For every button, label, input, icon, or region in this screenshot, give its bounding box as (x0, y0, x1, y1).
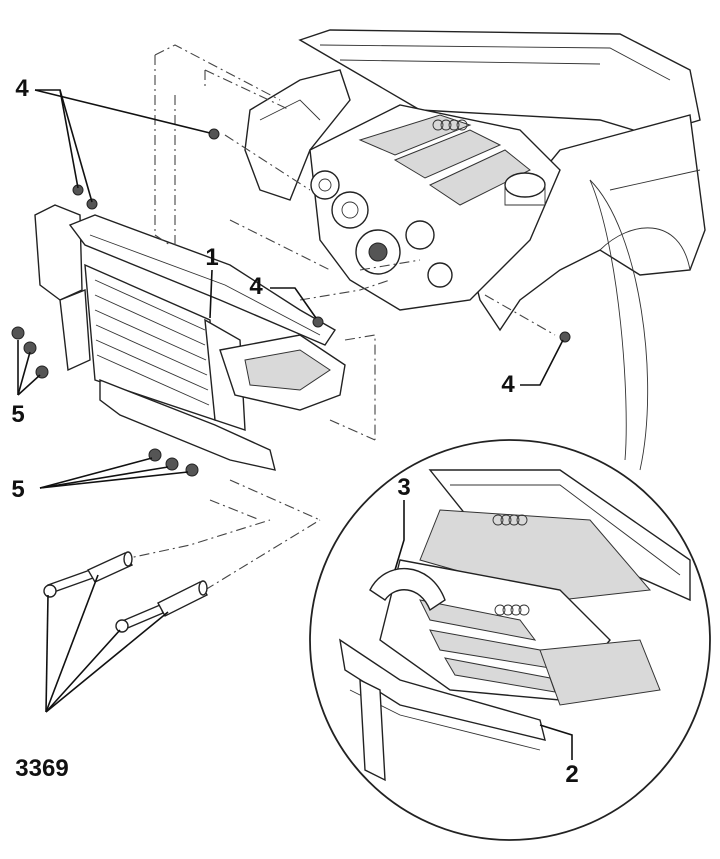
alignment-lines (119, 44, 556, 591)
callout-4-mid: 4 (249, 273, 263, 300)
vehicle-body-outline (244, 29, 706, 332)
callout-5-left: 5 (11, 401, 24, 428)
callout-2: 2 (565, 761, 578, 788)
detail-engine-ribs (419, 599, 556, 693)
detail-view-circle (309, 179, 711, 841)
callout-tool-3369: 3369 (15, 755, 68, 782)
callout-3: 3 (397, 474, 410, 501)
leader-lines (17, 89, 573, 760)
front-end-carrier (11, 128, 571, 477)
callout-labels: 4 1 4 4 5 5 3 2 3369 (11, 75, 578, 788)
callout-4-right: 4 (501, 371, 515, 398)
callout-5-bottom: 5 (11, 476, 24, 503)
callout-4-top: 4 (15, 75, 29, 102)
engine-block (309, 104, 561, 311)
radiator-fins (94, 279, 210, 406)
guide-pins-3369 (43, 551, 208, 633)
callout-1: 1 (205, 244, 218, 271)
engine-logo-rings (432, 119, 468, 131)
